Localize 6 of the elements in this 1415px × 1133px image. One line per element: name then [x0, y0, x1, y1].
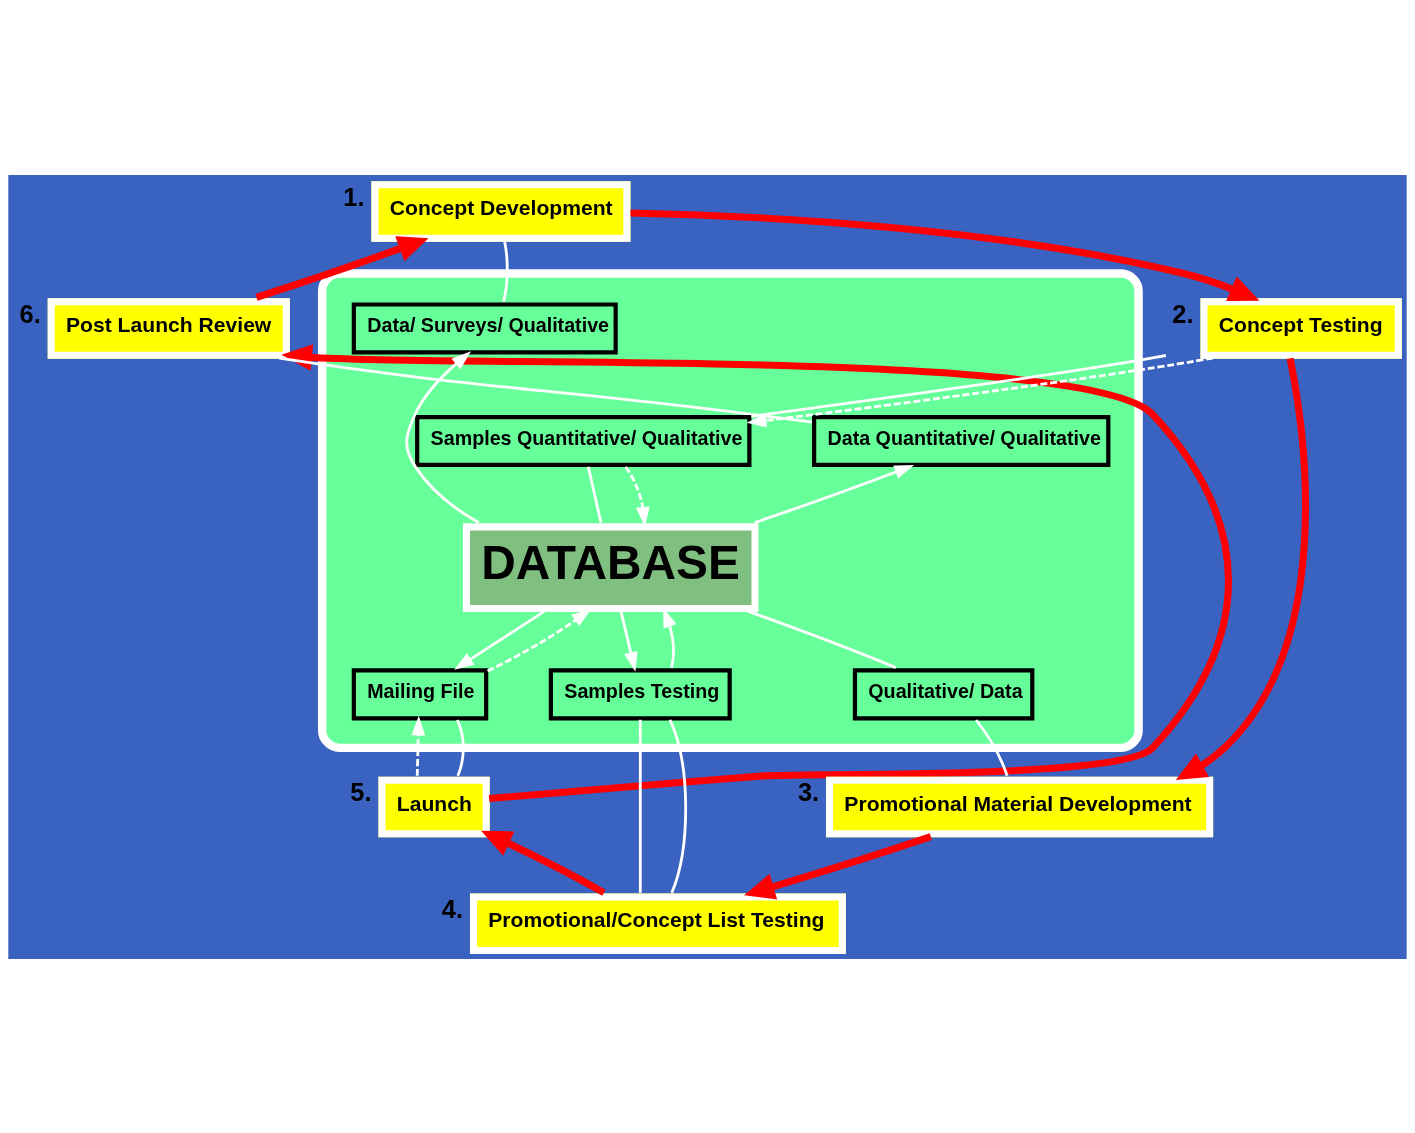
node-label: 1.	[343, 182, 365, 211]
node-label: 6.	[19, 299, 41, 328]
node-label: 2.	[1172, 299, 1194, 328]
node-label: 4.	[441, 894, 463, 923]
node-label: 5.	[350, 777, 372, 806]
node-label: 3.	[797, 777, 820, 806]
